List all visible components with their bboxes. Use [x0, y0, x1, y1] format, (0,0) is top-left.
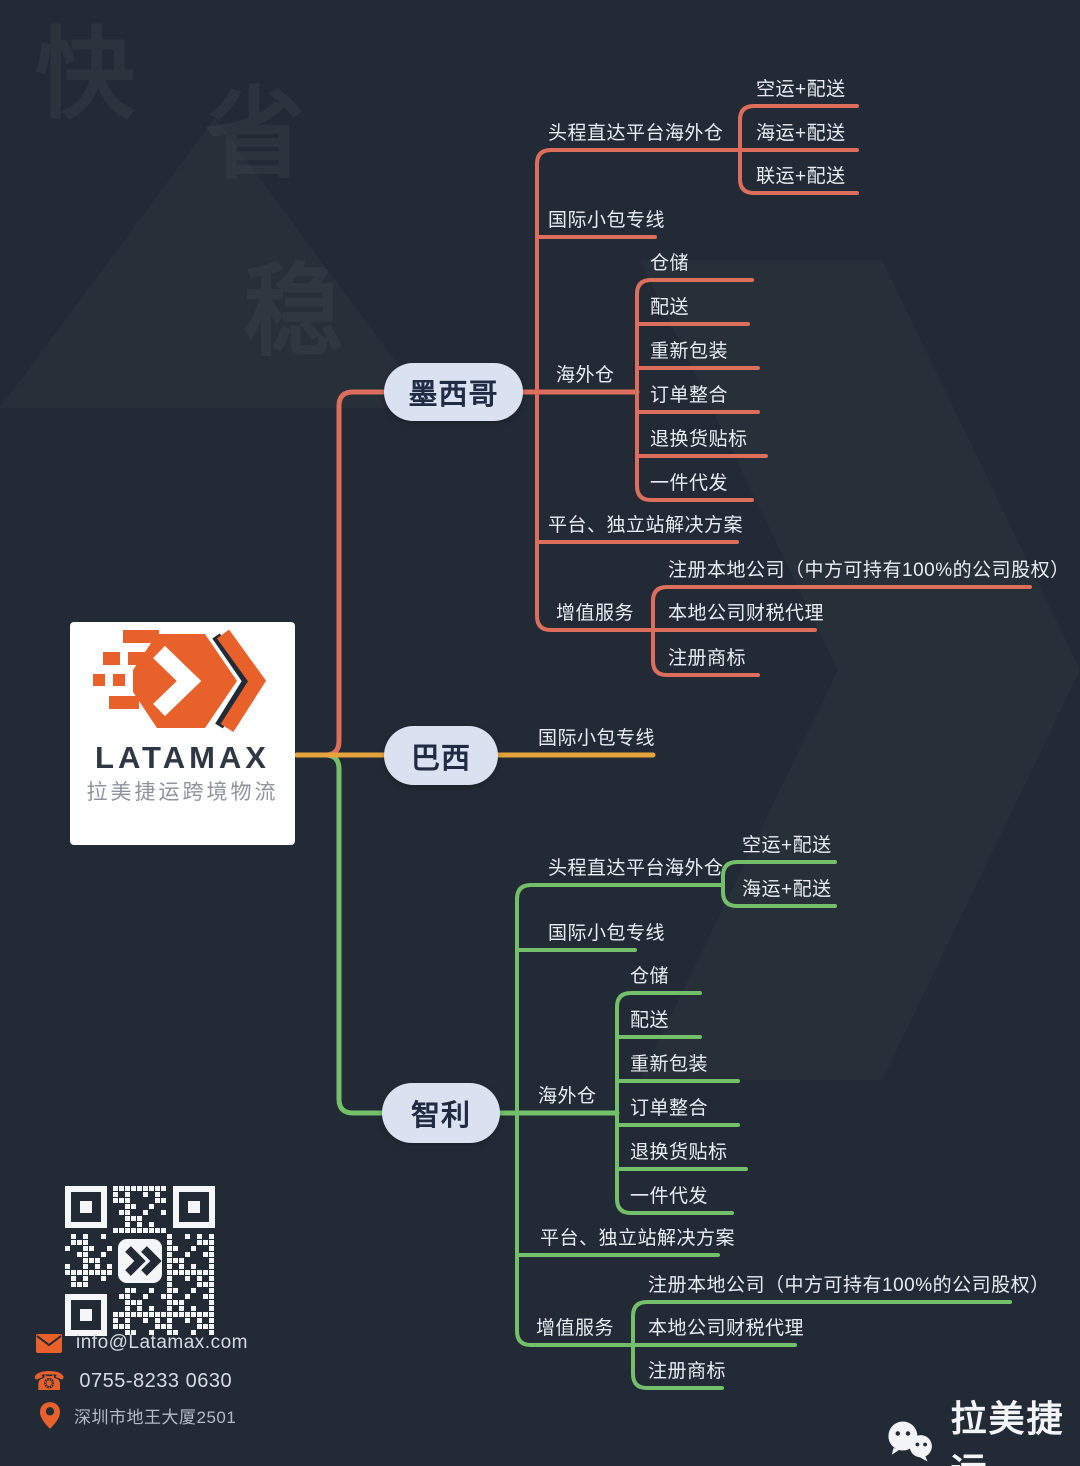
node-chile-vas[interactable]: 增值服务 — [536, 1318, 615, 1339]
node-mexico-parcel-line[interactable]: 国际小包专线 — [548, 210, 666, 231]
leaf-mexico-company-registration[interactable]: 注册本地公司（中方可持有100%的公司股权） — [668, 560, 1070, 581]
logo-card: LATAMAX 拉美捷运跨境物流 — [70, 622, 295, 845]
leaf-chile-order-consolidation[interactable]: 订单整合 — [630, 1098, 709, 1119]
node-chile-warehouse[interactable]: 海外仓 — [538, 1086, 597, 1107]
node-mexico-firstmile[interactable]: 头程直达平台海外仓 — [548, 123, 724, 144]
leaf-chile-return-labeling[interactable]: 退换货贴标 — [630, 1142, 728, 1163]
leaf-mexico-sea-delivery[interactable]: 海运+配送 — [756, 123, 846, 144]
node-mexico[interactable]: 墨西哥 — [384, 363, 523, 421]
leaf-mexico-dropshipping[interactable]: 一件代发 — [650, 473, 729, 494]
wechat-brand: 拉美捷运 — [885, 1390, 1080, 1466]
node-chile-parcel-line[interactable]: 国际小包专线 — [548, 923, 666, 944]
contact-phone: 0755-8233 0630 — [79, 1369, 233, 1392]
phone-icon: ☎ — [33, 1366, 66, 1396]
location-pin-icon — [40, 1402, 60, 1429]
node-mexico-platform-solution[interactable]: 平台、独立站解决方案 — [548, 515, 744, 536]
leaf-chile-tax-agency[interactable]: 本地公司财税代理 — [648, 1318, 805, 1339]
node-chile[interactable]: 智利 — [382, 1083, 500, 1143]
envelope-icon — [36, 1333, 62, 1353]
leaf-mexico-storage[interactable]: 仓储 — [650, 253, 690, 274]
leaf-mexico-tax-agency[interactable]: 本地公司财税代理 — [668, 603, 825, 624]
leaf-mexico-order-consolidation[interactable]: 订单整合 — [650, 385, 729, 406]
contact-email: info@Latamax.com — [76, 1332, 248, 1353]
node-brazil[interactable]: 巴西 — [384, 726, 498, 785]
contact-phone-row: ☎ 0755-8233 0630 — [33, 1368, 232, 1394]
node-chile-platform-solution[interactable]: 平台、独立站解决方案 — [540, 1228, 736, 1249]
leaf-chile-company-registration[interactable]: 注册本地公司（中方可持有100%的公司股权） — [648, 1275, 1050, 1296]
latamax-logo-icon — [93, 629, 267, 733]
leaf-chile-storage[interactable]: 仓储 — [630, 966, 670, 987]
leaf-chile-trademark[interactable]: 注册商标 — [648, 1361, 727, 1382]
logo-tagline: 拉美捷运跨境物流 — [86, 781, 279, 804]
node-mexico-vas[interactable]: 增值服务 — [556, 603, 635, 624]
leaf-chile-dropshipping[interactable]: 一件代发 — [630, 1186, 709, 1207]
watermark-char-save: 省 — [205, 85, 305, 185]
contact-address: 深圳市地王大厦2501 — [74, 1408, 237, 1427]
contact-email-row: info@Latamax.com — [36, 1332, 248, 1354]
leaf-mexico-air-delivery[interactable]: 空运+配送 — [756, 79, 846, 100]
leaf-mexico-combined-delivery[interactable]: 联运+配送 — [756, 166, 846, 187]
node-brazil-parcel-line[interactable]: 国际小包专线 — [538, 728, 656, 749]
leaf-chile-sea-delivery[interactable]: 海运+配送 — [742, 879, 832, 900]
contact-address-row: 深圳市地王大厦2501 — [40, 1402, 236, 1429]
leaf-mexico-delivery[interactable]: 配送 — [650, 297, 690, 318]
wechat-account-name: 拉美捷运 — [950, 1398, 1065, 1466]
wechat-icon — [888, 1421, 932, 1462]
leaf-chile-repack[interactable]: 重新包装 — [630, 1054, 709, 1075]
leaf-chile-air-delivery[interactable]: 空运+配送 — [742, 835, 832, 856]
leaf-chile-delivery[interactable]: 配送 — [630, 1010, 670, 1031]
watermark-char-stable: 稳 — [243, 262, 343, 362]
node-chile-firstmile[interactable]: 头程直达平台海外仓 — [548, 858, 724, 879]
logo-wordmark: LATAMAX — [95, 740, 270, 775]
qr-code-pattern — [65, 1186, 215, 1336]
watermark-char-fast: 快 — [35, 25, 135, 125]
leaf-mexico-return-labeling[interactable]: 退换货贴标 — [650, 429, 748, 450]
leaf-mexico-repack[interactable]: 重新包装 — [650, 341, 729, 362]
leaf-mexico-trademark[interactable]: 注册商标 — [668, 648, 747, 669]
node-mexico-warehouse[interactable]: 海外仓 — [556, 365, 615, 386]
wechat-qr-code — [65, 1186, 215, 1336]
